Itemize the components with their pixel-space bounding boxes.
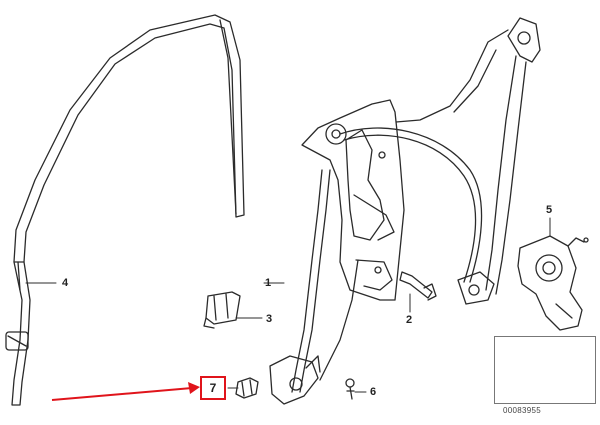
callout-part-6: 6 (370, 386, 377, 398)
vehicle-thumbnail-frame (494, 336, 596, 404)
callout-part-5: 5 (546, 204, 553, 216)
regulator-rail-right (395, 17, 541, 305)
clip-part (203, 291, 241, 329)
bolt-part (399, 271, 437, 301)
catalog-number: 00083955 (503, 406, 541, 415)
window-guide-rail (5, 14, 245, 406)
callout-part-2: 2 (406, 314, 413, 326)
callout-part-7-highlight: 7 (200, 376, 226, 400)
highlight-arrow (51, 382, 200, 401)
window-motor (517, 235, 589, 331)
callout-part-3: 3 (266, 313, 273, 325)
clip-part-7 (235, 377, 259, 399)
screw-part (345, 378, 355, 400)
callout-part-4: 4 (62, 277, 69, 289)
leader-lines (25, 217, 551, 393)
callout-part-1: 1 (265, 277, 272, 289)
callout-part-7: 7 (209, 381, 217, 395)
window-regulator (269, 99, 483, 405)
